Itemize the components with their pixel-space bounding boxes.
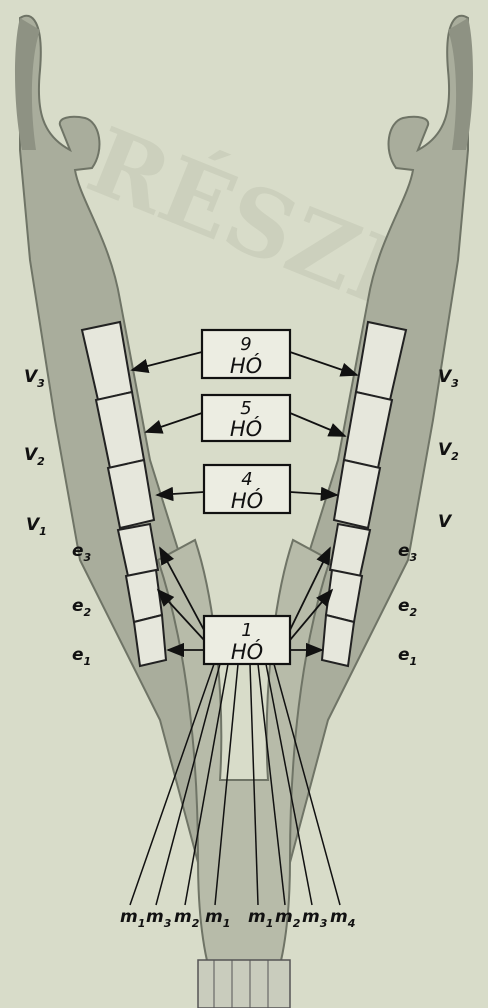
label-bottom-7: m3 bbox=[302, 907, 328, 930]
age-box-5-number: 5 bbox=[240, 398, 251, 419]
label-bottom-6: m2 bbox=[275, 907, 301, 930]
label-left-v3: V3 bbox=[24, 367, 45, 390]
age-box-9-unit: HÓ bbox=[230, 353, 262, 378]
label-right-e3: e3 bbox=[398, 541, 418, 564]
age-box-4-number: 4 bbox=[241, 469, 252, 490]
label-bottom-3: m2 bbox=[174, 907, 200, 930]
age-box-1-number: 1 bbox=[241, 620, 252, 641]
label-right-e2: e2 bbox=[398, 596, 418, 619]
label-right-e1: e1 bbox=[398, 645, 417, 668]
age-box-4-unit: HÓ bbox=[231, 488, 263, 513]
label-right-v2: V2 bbox=[438, 440, 459, 463]
age-box-9-number: 9 bbox=[240, 334, 251, 355]
age-box-1-unit: HÓ bbox=[231, 639, 263, 664]
label-bottom-8: m4 bbox=[330, 907, 355, 930]
label-bottom-2: m3 bbox=[146, 907, 172, 930]
label-left-e2: e2 bbox=[72, 596, 92, 619]
age-box-5-unit: HÓ bbox=[230, 416, 262, 441]
label-left-v1: V1 bbox=[26, 515, 47, 538]
label-bottom-1: m1 bbox=[120, 907, 145, 930]
label-left-e1: e1 bbox=[72, 645, 91, 668]
age-box-1: 1 HÓ bbox=[204, 616, 290, 664]
age-box-5: 5 HÓ bbox=[202, 395, 290, 441]
age-box-9: 9 HÓ bbox=[202, 330, 290, 378]
label-right-v3: V3 bbox=[438, 367, 459, 390]
label-left-v2: V2 bbox=[24, 445, 45, 468]
label-right-v: V bbox=[438, 512, 453, 532]
age-box-4: 4 HÓ bbox=[204, 465, 290, 513]
